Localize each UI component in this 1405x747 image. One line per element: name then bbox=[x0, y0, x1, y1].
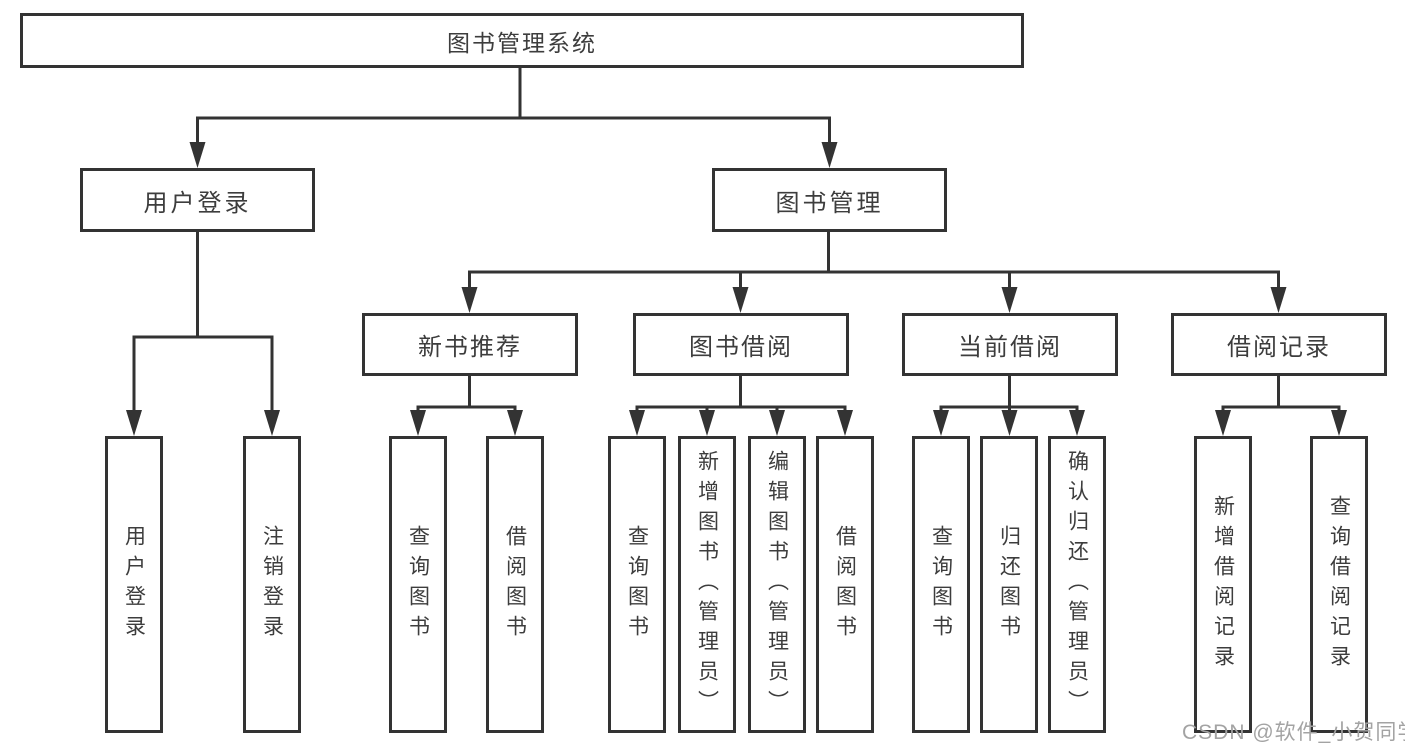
leaf-add-books-admin: 新增图书（管理员） bbox=[678, 436, 736, 733]
leaf-label: 编辑图书（管理员） bbox=[765, 449, 789, 720]
leaf-edit-books-admin: 编辑图书（管理员） bbox=[748, 436, 806, 733]
node-label: 新书推荐 bbox=[418, 334, 522, 361]
leaf-query-books-current: 查询图书 bbox=[912, 436, 970, 733]
node-book-management: 图书管理 bbox=[712, 168, 947, 232]
leaf-label: 新增图书（管理员） bbox=[695, 449, 719, 720]
leaf-query-books-borrowing: 查询图书 bbox=[608, 436, 666, 733]
leaf-logout: 注销登录 bbox=[243, 436, 301, 733]
leaf-label: 确认归还（管理员） bbox=[1065, 449, 1089, 720]
csdn-watermark: CSDN @软件_小贺同学 bbox=[1182, 721, 1405, 744]
node-label: 图书借阅 bbox=[689, 334, 793, 361]
node-label: 图书管理 bbox=[775, 189, 884, 217]
node-borrowing-records: 借阅记录 bbox=[1171, 313, 1387, 376]
leaf-label: 注销登录 bbox=[260, 524, 284, 645]
leaf-label: 借阅图书 bbox=[503, 524, 527, 645]
leaf-label: 查询借阅记录 bbox=[1327, 494, 1351, 675]
leaf-add-borrow-record: 新增借阅记录 bbox=[1194, 436, 1252, 733]
node-new-book-recommend: 新书推荐 bbox=[362, 313, 578, 376]
node-label: 借阅记录 bbox=[1227, 334, 1331, 361]
node-label: 图书管理系统 bbox=[447, 29, 597, 56]
leaf-label: 归还图书 bbox=[997, 524, 1021, 645]
node-book-borrowing: 图书借阅 bbox=[633, 313, 849, 376]
node-user-login: 用户登录 bbox=[80, 168, 315, 232]
leaf-label: 查询图书 bbox=[625, 524, 649, 645]
node-current-borrowing: 当前借阅 bbox=[902, 313, 1118, 376]
arrowheads bbox=[126, 142, 1347, 436]
leaf-user-login: 用户登录 bbox=[105, 436, 163, 733]
leaf-borrow-books-recommend: 借阅图书 bbox=[486, 436, 544, 733]
leaf-query-books-recommend: 查询图书 bbox=[389, 436, 447, 733]
node-label: 当前借阅 bbox=[958, 334, 1062, 361]
leaf-label: 用户登录 bbox=[122, 524, 146, 645]
leaf-label: 新增借阅记录 bbox=[1211, 494, 1235, 675]
leaf-return-books: 归还图书 bbox=[980, 436, 1038, 733]
leaf-confirm-return-admin: 确认归还（管理员） bbox=[1048, 436, 1106, 733]
node-root-library-system: 图书管理系统 bbox=[20, 13, 1024, 68]
leaf-query-borrow-record: 查询借阅记录 bbox=[1310, 436, 1368, 733]
leaf-label: 借阅图书 bbox=[833, 524, 857, 645]
leaf-borrow-books: 借阅图书 bbox=[816, 436, 874, 733]
node-label: 用户登录 bbox=[143, 189, 252, 217]
leaf-label: 查询图书 bbox=[406, 524, 430, 645]
leaf-label: 查询图书 bbox=[929, 524, 953, 645]
